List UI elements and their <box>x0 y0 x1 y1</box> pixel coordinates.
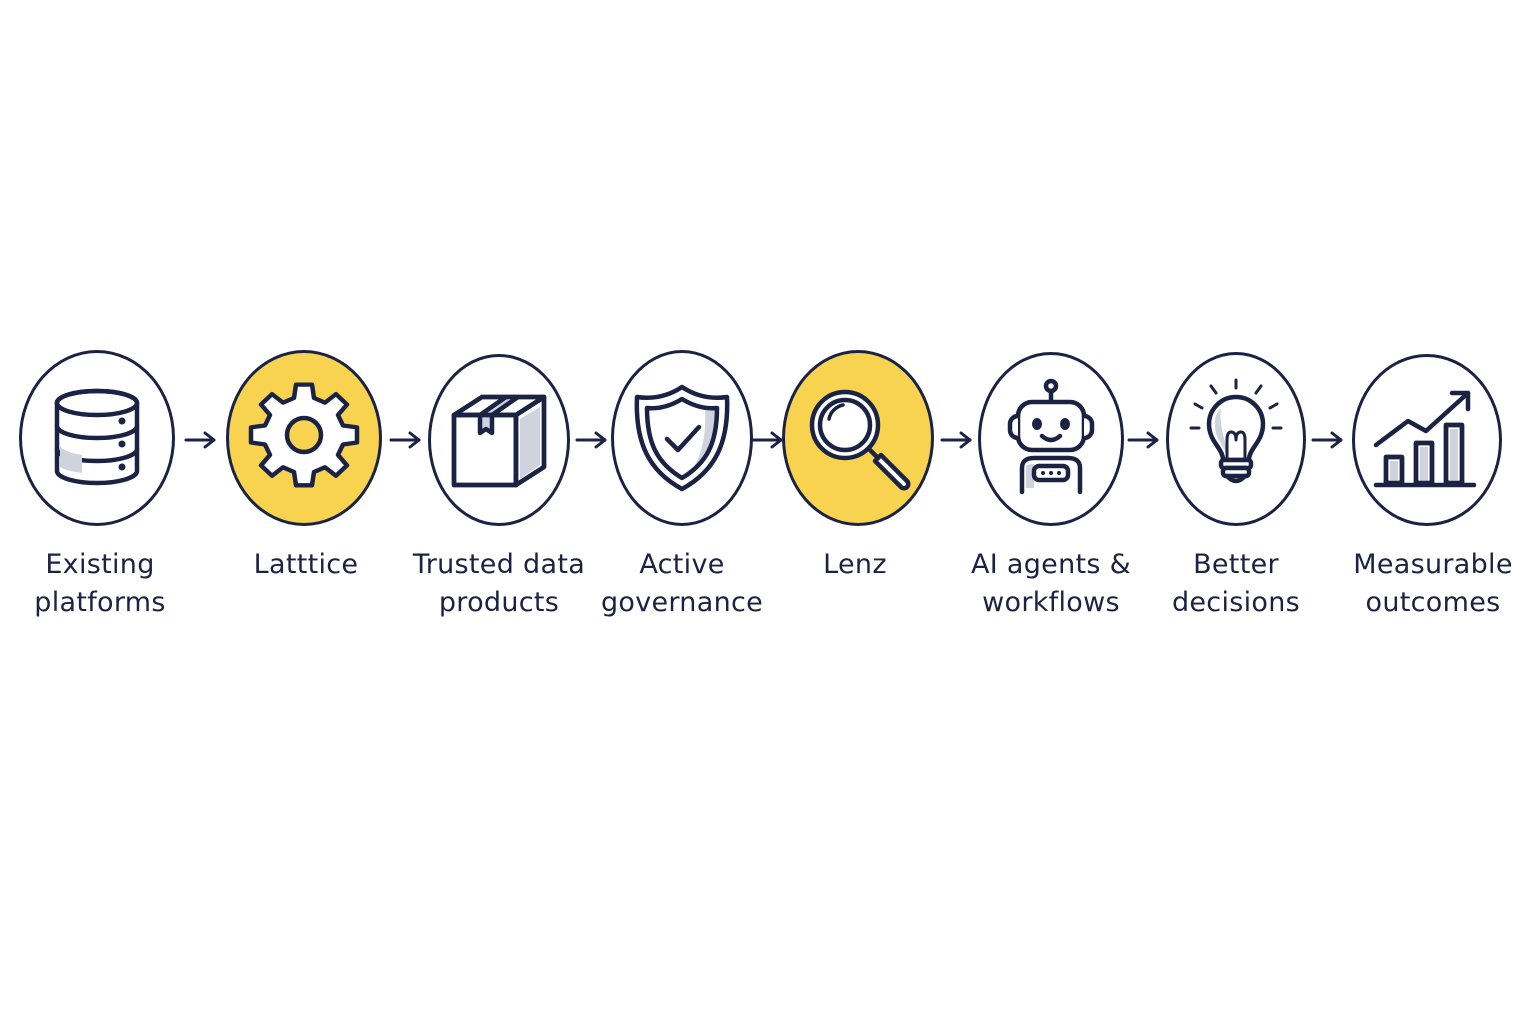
step-circle-measurable-outcomes <box>1352 354 1502 526</box>
gear-icon <box>248 382 360 488</box>
shield-check-icon <box>634 384 730 492</box>
step-circle-trusted-data-products <box>428 354 570 526</box>
arrow-icon <box>575 431 607 449</box>
robot-icon <box>1007 378 1095 495</box>
step-circle-better-decisions <box>1166 352 1306 526</box>
arrow-icon <box>184 431 216 449</box>
lightbulb-icon <box>1189 378 1283 484</box>
step-circle-lenz <box>782 350 934 526</box>
arrow-icon <box>1127 431 1159 449</box>
step-label-lenz: Lenz <box>823 549 887 580</box>
step-circle-ai-agents-workflows <box>978 352 1124 526</box>
step-label-latttice: Latttice <box>253 549 359 580</box>
step-label-better-decisions: Better decisions <box>1171 549 1301 618</box>
step-label-active-governance: Active governance <box>600 549 764 618</box>
arrow-icon <box>389 431 421 449</box>
magnifying-glass-icon <box>809 389 911 491</box>
growth-chart-icon <box>1373 390 1477 488</box>
step-circle-latttice <box>226 350 382 526</box>
step-label-existing-platforms: Existing platforms <box>34 549 166 618</box>
database-icon <box>54 388 140 486</box>
step-circle-active-governance <box>611 350 753 526</box>
arrow-icon <box>751 431 783 449</box>
step-label-measurable-outcomes: Measurable outcomes <box>1353 549 1513 618</box>
step-label-ai-agents-workflows: AI agents & workflows <box>970 549 1131 618</box>
step-label-trusted-data-products: Trusted data products <box>412 549 586 618</box>
arrow-icon <box>940 431 972 449</box>
box-icon <box>451 394 547 488</box>
step-circle-existing-platforms <box>19 350 175 526</box>
arrow-icon <box>1311 431 1343 449</box>
